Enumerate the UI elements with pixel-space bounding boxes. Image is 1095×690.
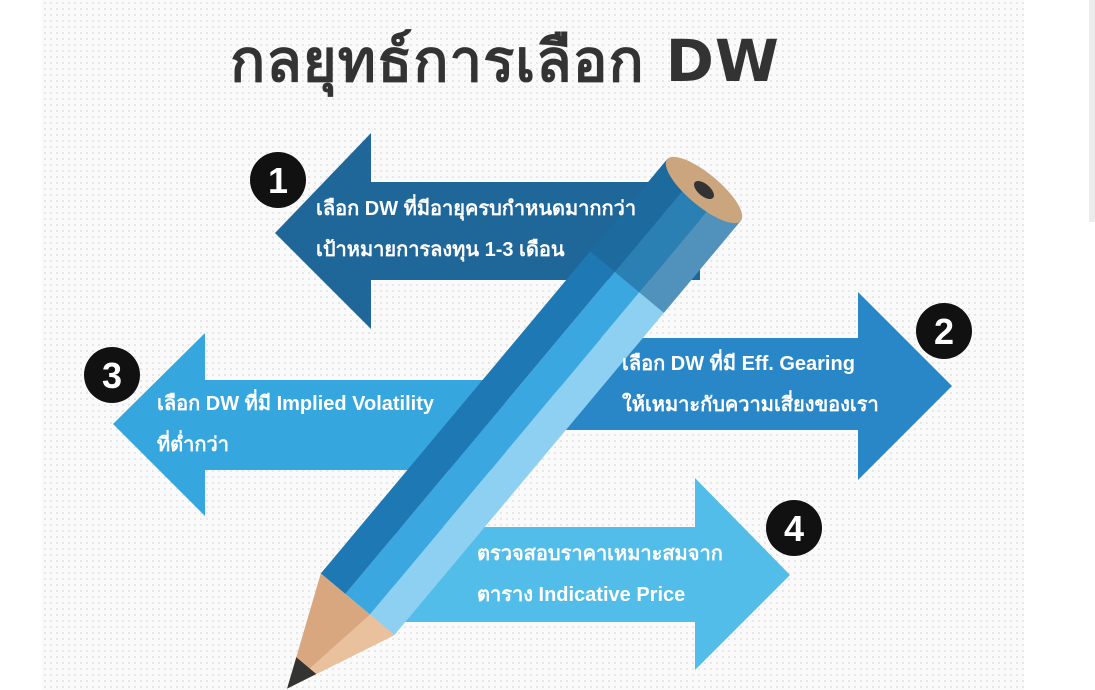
step-4-line-1: ตรวจสอบราคาเหมาะสมจาก [477, 543, 723, 565]
step-1-text: เลือก DW ที่มีอายุครบกำหนดมากกว่า เป้าหม… [316, 197, 636, 279]
step-1-line-2: เป้าหมายการลงทุน 1-3 เดือน [316, 239, 565, 261]
arrow-step-2 [560, 292, 952, 480]
step-1-line-1: เลือก DW ที่มีอายุครบกำหนดมากกว่า [316, 198, 637, 220]
badge-number-4: 4 [784, 508, 804, 549]
step-3-line-2: ที่ต่ำกว่า [157, 434, 229, 456]
step-3-line-1: เลือก DW ที่มี Implied Volatility [157, 393, 435, 415]
step-4-text: ตรวจสอบราคาเหมาะสมจาก ตาราง Indicative P… [477, 542, 723, 624]
step-3-text: เลือก DW ที่มี Implied Volatility ที่ต่ำ… [157, 392, 434, 474]
badge-number-2: 2 [934, 311, 954, 352]
pencil-icon [287, 156, 743, 689]
diagram-title: กลยุทธ์การเลือก DW [230, 27, 780, 95]
step-2-line-1: เลือก DW ที่มี Eff. Gearing [622, 353, 855, 375]
step-2-text: เลือก DW ที่มี Eff. Gearing ให้เหมาะกับค… [622, 352, 879, 434]
arrow-step-3 [113, 333, 505, 516]
step-4-line-2: ตาราง Indicative Price [477, 584, 686, 606]
badge-1 [250, 152, 306, 208]
badge-2 [916, 303, 972, 359]
scrollbar-strip [1089, 0, 1095, 222]
badge-4 [766, 500, 822, 556]
step-2-line-2: ให้เหมาะกับความเสี่ยงของเรา [622, 394, 879, 416]
badge-3 [84, 347, 140, 403]
badge-number-3: 3 [102, 355, 122, 396]
arrow-step-4 [395, 478, 790, 670]
badge-number-1: 1 [268, 160, 288, 201]
